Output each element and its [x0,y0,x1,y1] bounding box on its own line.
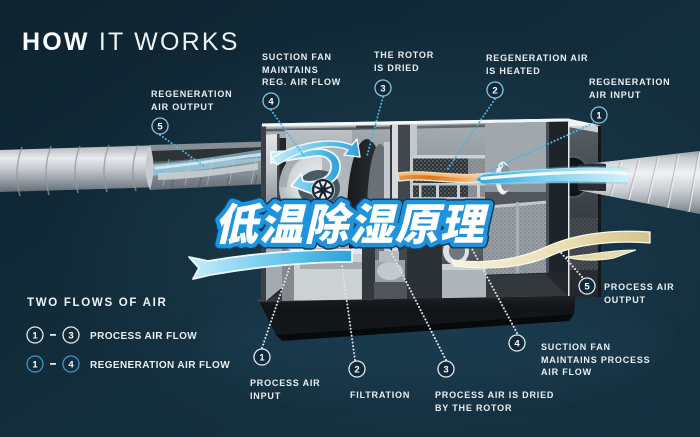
svg-text:3: 3 [380,83,385,94]
svg-text:5: 5 [584,281,590,292]
svg-text:1: 1 [32,330,38,341]
svg-text:3: 3 [443,364,448,375]
svg-text:2: 2 [354,364,359,375]
svg-text:1: 1 [596,110,602,121]
svg-text:PROCESS AIR FLOW: PROCESS AIR FLOW [90,331,197,342]
svg-text:REGENERATION AIR FLOW: REGENERATION AIR FLOW [90,360,230,371]
svg-text:5: 5 [157,121,163,132]
svg-text:1: 1 [32,359,38,370]
svg-text:4: 4 [514,338,520,349]
svg-text:4: 4 [268,96,274,107]
svg-text:3: 3 [68,330,73,341]
svg-text:4: 4 [68,359,74,370]
svg-text:1: 1 [259,352,265,363]
svg-text:2: 2 [492,85,497,96]
